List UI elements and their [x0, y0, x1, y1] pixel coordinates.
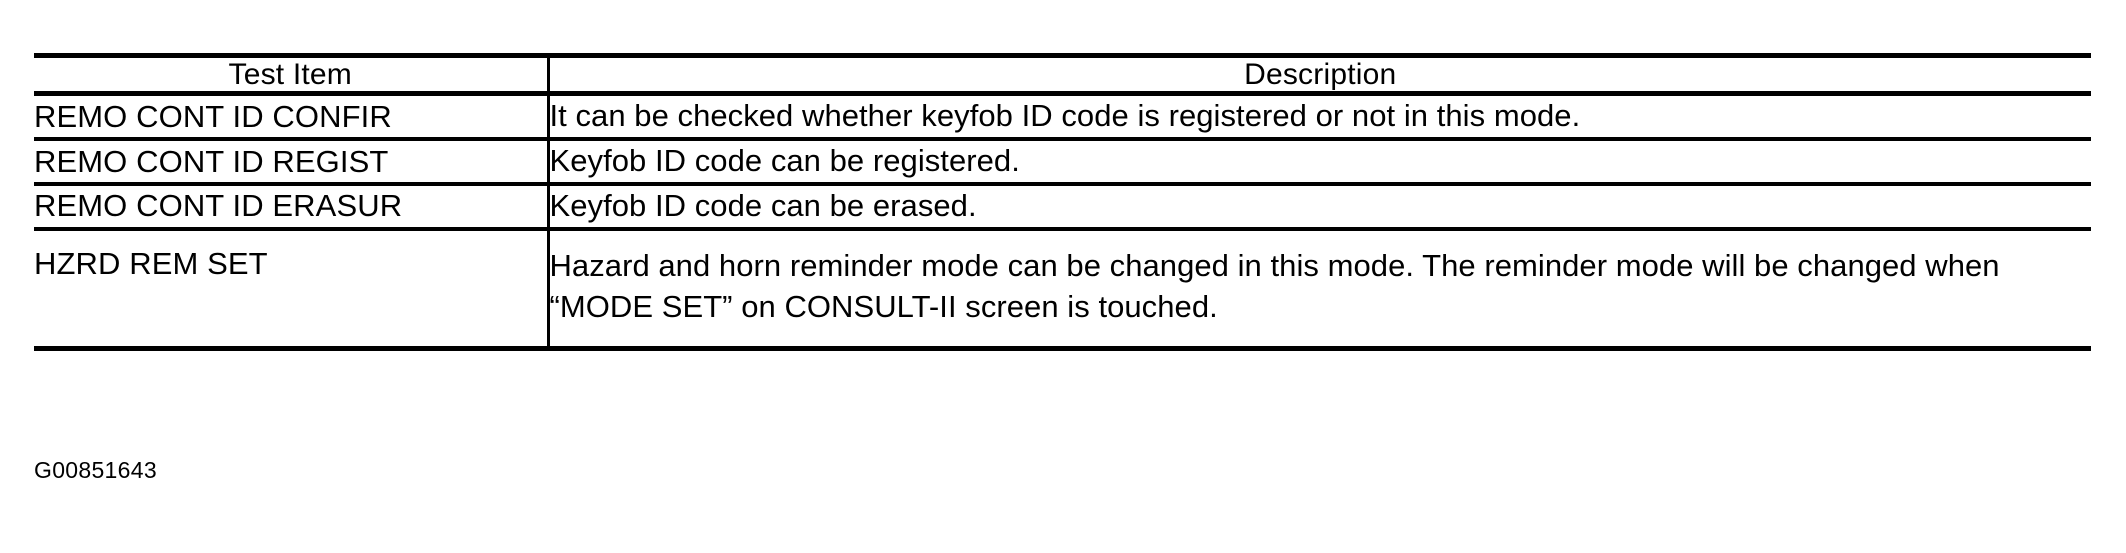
cell-test-item: REMO CONT ID REGIST — [34, 138, 550, 186]
work-support-test-item-table: Test Item Description REMO CONT ID CONFI… — [34, 53, 2091, 351]
table-row: REMO CONT ID ERASUR Keyfob ID code can b… — [34, 183, 2091, 231]
figure-id-caption: G00851643 — [34, 457, 157, 483]
table-row: REMO CONT ID REGIST Keyfob ID code can b… — [34, 138, 2091, 186]
table-row: REMO CONT ID CONFIR It can be checked wh… — [34, 93, 2091, 141]
cell-test-item: HZRD REM SET — [34, 228, 550, 349]
cell-description: Keyfob ID code can be registered. — [548, 138, 2091, 186]
column-header-description: Description — [548, 55, 2091, 96]
spec-table-container: Test Item Description REMO CONT ID CONFI… — [34, 53, 2091, 351]
cell-description: Keyfob ID code can be erased. — [548, 183, 2091, 231]
cell-test-item: REMO CONT ID ERASUR — [34, 183, 550, 231]
cell-description: It can be checked whether keyfob ID code… — [548, 93, 2091, 141]
table-row: HZRD REM SET Hazard and horn reminder mo… — [34, 228, 2091, 349]
column-header-test-item: Test Item — [34, 55, 550, 96]
table-body: REMO CONT ID CONFIR It can be checked wh… — [34, 93, 2091, 349]
table-header-row: Test Item Description — [34, 55, 2091, 96]
table-header: Test Item Description — [34, 55, 2091, 96]
cell-description: Hazard and horn reminder mode can be cha… — [549, 247, 2000, 324]
cell-test-item: REMO CONT ID CONFIR — [34, 93, 550, 141]
